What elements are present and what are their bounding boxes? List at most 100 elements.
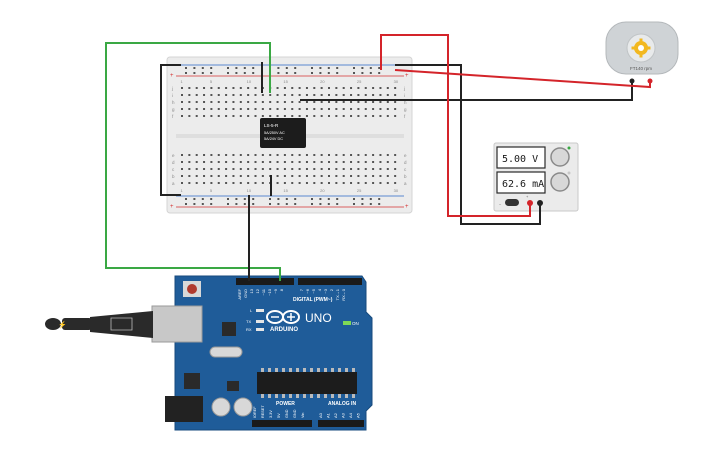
rail-hole[interactable] [193,67,196,69]
hole[interactable] [247,154,250,156]
hole[interactable] [247,168,250,170]
hole[interactable] [283,161,286,163]
rail-hole[interactable] [361,198,364,200]
hole[interactable] [386,168,389,170]
hole[interactable] [357,168,360,170]
hole[interactable] [239,101,242,103]
rail-hole[interactable] [269,203,271,205]
hole[interactable] [217,161,220,163]
hole[interactable] [335,175,338,177]
hole[interactable] [357,161,360,163]
rail-hole[interactable] [227,198,229,200]
hole[interactable] [291,168,294,170]
hole[interactable] [313,182,316,184]
power-header[interactable] [252,420,312,427]
hole[interactable] [210,115,213,117]
hole[interactable] [217,168,220,170]
rail-hole[interactable] [336,198,339,200]
rail-hole[interactable] [361,203,364,205]
hole[interactable] [269,108,272,110]
hole[interactable] [254,182,257,184]
hole[interactable] [283,101,286,103]
hole[interactable] [313,161,316,163]
hole[interactable] [276,87,279,89]
hole[interactable] [276,168,279,170]
hole[interactable] [217,115,220,117]
hole[interactable] [335,87,338,89]
hole[interactable] [225,87,228,89]
hole[interactable] [328,101,330,103]
hole[interactable] [320,108,323,110]
rail-hole[interactable] [319,198,322,200]
wire-black-ps-negative[interactable] [395,64,541,225]
hole[interactable] [283,154,286,156]
hole[interactable] [320,161,323,163]
hole[interactable] [210,108,213,110]
hole[interactable] [320,87,323,89]
hole[interactable] [232,87,235,89]
hole[interactable] [225,154,228,156]
hole[interactable] [305,175,308,177]
hole[interactable] [342,175,345,177]
hole[interactable] [364,182,367,184]
hole[interactable] [269,161,272,163]
rail-hole[interactable] [311,72,313,74]
rail-hole[interactable] [378,72,381,74]
hole[interactable] [254,115,257,117]
hole[interactable] [188,94,191,96]
hole[interactable] [386,94,389,96]
hole[interactable] [195,94,198,96]
wire-red-motor[interactable] [394,69,651,89]
hole[interactable] [394,168,397,170]
hole[interactable] [335,168,338,170]
rail-hole[interactable] [252,203,255,205]
hole[interactable] [394,115,397,117]
hole[interactable] [313,108,316,110]
hole[interactable] [305,115,308,117]
analog-header[interactable] [318,420,364,427]
hole[interactable] [225,108,228,110]
hole[interactable] [203,161,206,163]
power-switch[interactable] [505,199,519,206]
hole[interactable] [232,154,235,156]
hole[interactable] [335,154,338,156]
hole[interactable] [195,101,198,103]
arduino-uno[interactable]: ⚡ L TX RX ON ARDUINO [45,275,373,431]
rail-hole[interactable] [235,67,238,69]
hole[interactable] [328,175,330,177]
hole[interactable] [195,161,198,163]
hole[interactable] [372,168,375,170]
hole[interactable] [342,161,345,163]
rail-hole[interactable] [285,198,288,200]
rail-hole[interactable] [369,203,372,205]
hole[interactable] [291,101,294,103]
hole[interactable] [181,182,183,184]
hole[interactable] [379,154,382,156]
rail-hole[interactable] [252,67,255,69]
hole[interactable] [364,108,367,110]
wire-red-ps-positive[interactable] [380,34,531,217]
hole[interactable] [195,87,198,89]
rail-hole[interactable] [201,203,204,205]
rail-hole[interactable] [353,67,355,69]
hole[interactable] [379,168,382,170]
hole[interactable] [386,161,389,163]
hole[interactable] [291,115,294,117]
hole[interactable] [313,175,316,177]
hole[interactable] [320,154,323,156]
hole[interactable] [372,87,375,89]
hole[interactable] [261,182,264,184]
hole[interactable] [195,175,198,177]
hole[interactable] [203,115,206,117]
hole[interactable] [379,101,382,103]
rail-hole[interactable] [277,67,280,69]
rail-hole[interactable] [378,198,381,200]
rail-hole[interactable] [294,198,297,200]
hole[interactable] [203,175,206,177]
hole[interactable] [313,154,316,156]
rail-hole[interactable] [327,67,330,69]
hole[interactable] [386,108,389,110]
rail-hole[interactable] [285,72,288,74]
hole[interactable] [210,101,213,103]
power-supply[interactable]: 5.00 V 62.6 mA − + [493,142,579,212]
